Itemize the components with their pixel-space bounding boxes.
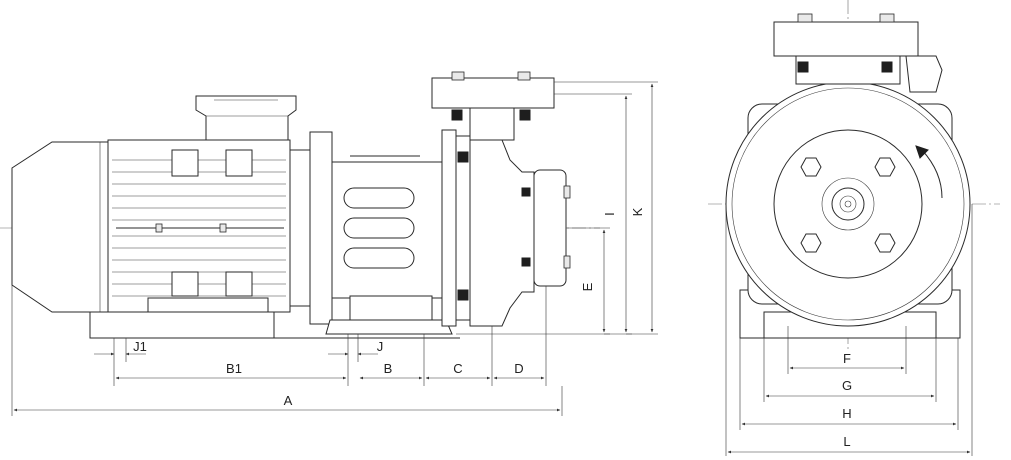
rotation-arrow-head bbox=[915, 145, 929, 159]
motor-body bbox=[107, 139, 291, 313]
motor-foot bbox=[89, 311, 275, 339]
dim-A: A bbox=[11, 285, 563, 416]
label-J1: J1 bbox=[133, 339, 147, 354]
dim-E: E bbox=[456, 227, 610, 335]
dim-D: D bbox=[493, 286, 547, 386]
label-B1: B1 bbox=[226, 361, 242, 376]
terminal-box bbox=[195, 95, 297, 141]
label-C: C bbox=[453, 361, 462, 376]
dim-H: H bbox=[739, 338, 959, 430]
side-view: E I K J1 J bbox=[0, 71, 658, 416]
cable-gland bbox=[905, 55, 943, 93]
front-view: F G H L bbox=[708, 0, 1000, 456]
dim-F: F bbox=[787, 326, 907, 374]
dim-J: J bbox=[328, 334, 383, 386]
label-F: F bbox=[843, 351, 851, 366]
dim-C: C bbox=[425, 326, 493, 386]
dim-J1: J1 bbox=[94, 338, 147, 386]
label-H: H bbox=[842, 406, 851, 421]
fan-cover bbox=[11, 141, 109, 313]
dim-K: K bbox=[554, 81, 658, 335]
volute bbox=[469, 139, 535, 327]
motor-fins bbox=[112, 159, 286, 297]
label-I: I bbox=[602, 212, 617, 216]
label-E: E bbox=[580, 282, 595, 291]
pump-foot bbox=[349, 295, 433, 321]
label-L: L bbox=[843, 434, 850, 449]
suction-flange bbox=[533, 169, 567, 287]
label-G: G bbox=[842, 378, 852, 393]
label-K: K bbox=[630, 207, 645, 216]
discharge-flange bbox=[431, 77, 555, 109]
front-discharge-flange bbox=[773, 21, 919, 57]
rotation-arrow bbox=[921, 149, 943, 199]
label-D: D bbox=[514, 361, 523, 376]
motor-flange bbox=[309, 131, 333, 325]
dim-G: G bbox=[763, 338, 937, 402]
label-B: B bbox=[384, 361, 393, 376]
dim-B1: B1 bbox=[115, 361, 347, 380]
label-J: J bbox=[377, 339, 384, 354]
dim-B: B bbox=[359, 334, 425, 386]
dim-L: L bbox=[725, 204, 973, 456]
flange-bolts bbox=[800, 157, 896, 253]
label-A: A bbox=[284, 393, 293, 408]
